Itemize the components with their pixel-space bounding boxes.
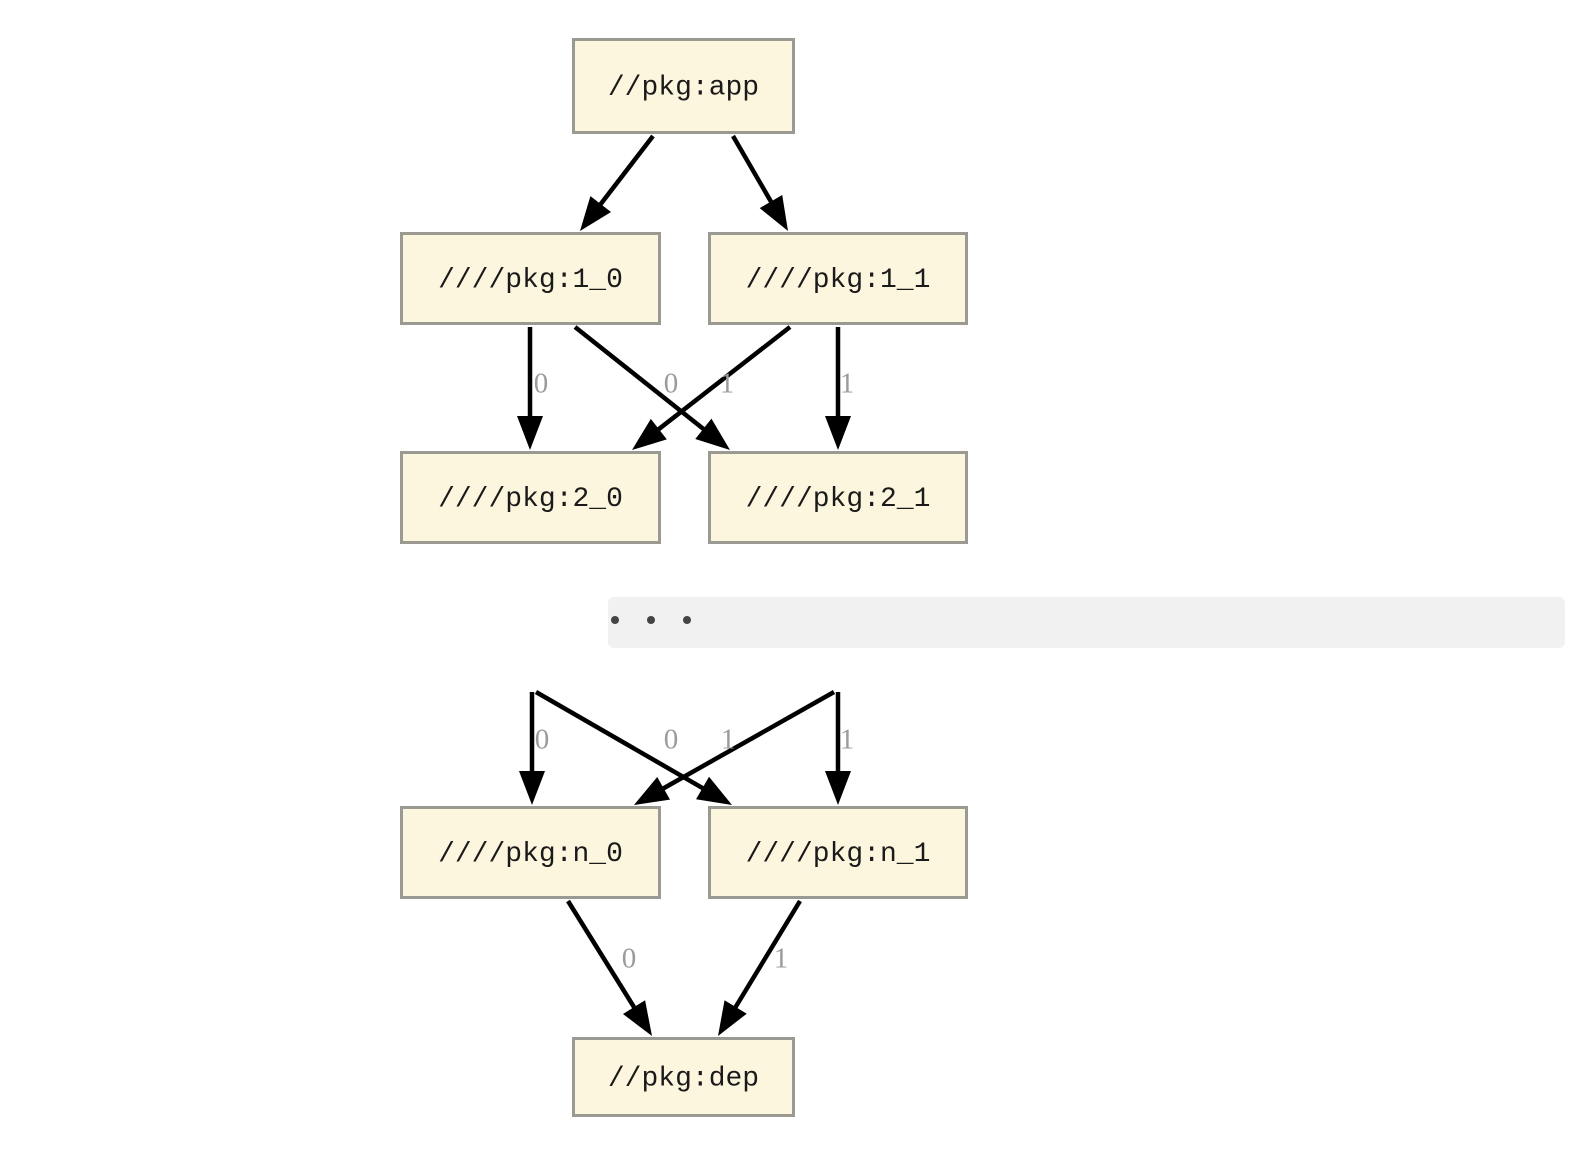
edge-label: 0 (622, 943, 637, 975)
node-box[interactable] (708, 806, 968, 899)
node-layer: //pkg:app ////pkg:1_0 ////pkg:1_1 ////pkg:2… (400, 38, 968, 1117)
graph-edge: 0 (517, 327, 548, 450)
edge-line (566, 899, 639, 1012)
graph-edge: 0 (534, 690, 732, 805)
node-box[interactable] (572, 1037, 795, 1117)
node-label: ////pkg:2_1 (746, 484, 931, 515)
edge-label: 1 (721, 724, 736, 756)
edge-line (573, 325, 708, 434)
edge-arrowhead (634, 776, 670, 805)
node-box[interactable] (400, 806, 661, 899)
node-label: ////pkg:1_1 (746, 265, 931, 296)
edge-line (659, 690, 836, 793)
edge-arrowhead (825, 771, 851, 805)
edge-label: 0 (534, 368, 549, 400)
node-box[interactable] (708, 451, 968, 544)
graph-edge (580, 134, 655, 231)
graph-node-n2_0[interactable]: ////pkg:2_0 (400, 451, 661, 544)
graph-node-nn_0[interactable]: ////pkg:n_0 (400, 806, 661, 899)
node-label: ////pkg:n_0 (438, 839, 623, 870)
node-label: //pkg:dep (608, 1063, 759, 1094)
edge-label: 0 (535, 724, 550, 756)
edge-layer: 0 0 1 1 0 0 1 1 0 1 (517, 134, 854, 1036)
graph-edge: 0 (573, 325, 730, 450)
graph-node-n1_0[interactable]: ////pkg:1_0 (400, 232, 661, 325)
edge-line (731, 899, 802, 1012)
edge-arrowhead (718, 1000, 747, 1036)
node-box[interactable] (708, 232, 968, 325)
edge-label: 1 (840, 368, 855, 400)
node-label: ////pkg:2_0 (438, 484, 623, 515)
edge-arrowhead (632, 418, 667, 450)
ellipsis-band (608, 597, 1565, 648)
graph-node-n2_1[interactable]: ////pkg:2_1 (708, 451, 968, 544)
node-label: ////pkg:n_1 (746, 839, 931, 870)
edge-arrowhead (759, 195, 788, 231)
node-label: ////pkg:1_0 (438, 265, 623, 296)
ellipsis-dot-1 (647, 616, 655, 624)
graph-edge (731, 134, 788, 231)
edge-label: 0 (664, 368, 679, 400)
node-label: //pkg:app (608, 72, 759, 103)
edge-line (534, 690, 708, 792)
graph-edge: 1 (718, 899, 802, 1036)
ellipsis-dot-2 (683, 616, 691, 624)
edge-line (731, 134, 775, 207)
edge-arrowhead (517, 416, 543, 450)
graph-node-dep[interactable]: //pkg:dep (572, 1037, 795, 1117)
edge-arrowhead (580, 196, 612, 231)
graph-edge: 1 (632, 325, 792, 450)
edge-label: 1 (840, 724, 855, 756)
graph-node-n1_1[interactable]: ////pkg:1_1 (708, 232, 968, 325)
edge-label: 1 (774, 943, 789, 975)
graph-edge: 1 (825, 692, 854, 805)
graph-edge: 1 (825, 327, 854, 450)
graph-edge: 1 (634, 690, 836, 805)
edge-label: 1 (720, 368, 735, 400)
node-box[interactable] (400, 232, 661, 325)
edge-line (654, 325, 792, 434)
edge-arrowhead (825, 416, 851, 450)
edge-arrowhead (623, 1000, 652, 1036)
graph-edge: 0 (566, 899, 652, 1036)
ellipsis-layer (608, 597, 1565, 648)
edge-label: 0 (664, 724, 679, 756)
node-box[interactable] (572, 38, 795, 134)
edge-line (596, 134, 655, 209)
graph-node-app[interactable]: //pkg:app (572, 38, 795, 134)
graph-node-nn_1[interactable]: ////pkg:n_1 (708, 806, 968, 899)
node-box[interactable] (400, 451, 661, 544)
graph-edge: 0 (519, 692, 549, 805)
edge-arrowhead (695, 418, 730, 450)
edge-arrowhead (519, 771, 545, 805)
ellipsis-dot-0 (611, 616, 619, 624)
edge-arrowhead (696, 776, 732, 805)
